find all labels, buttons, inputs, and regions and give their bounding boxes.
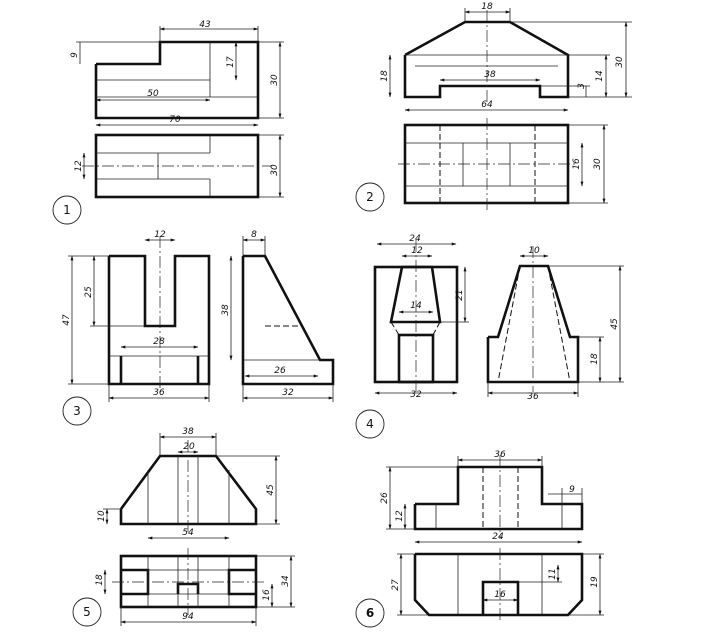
problem-4-front-view bbox=[373, 240, 459, 392]
dim-30-top: 30 bbox=[593, 158, 603, 170]
problem-4-side-view bbox=[486, 246, 580, 392]
problem-5-number: 5 bbox=[83, 605, 91, 619]
dim-9: 9 bbox=[70, 52, 80, 58]
dim-18-top: 18 bbox=[481, 2, 493, 12]
dim-9: 9 bbox=[569, 485, 575, 495]
dim-16: 16 bbox=[572, 158, 582, 170]
dim-38: 38 bbox=[182, 427, 194, 437]
dim-12: 12 bbox=[395, 510, 405, 522]
dim-38: 38 bbox=[484, 70, 496, 80]
problem-5: 38 20 45 10 54 18 16 bbox=[72, 427, 295, 627]
problem-6: 36 26 12 9 24 27 11 19 16 bbox=[355, 450, 604, 628]
problem-3-number-circle bbox=[62, 396, 92, 426]
dim-12: 12 bbox=[74, 160, 84, 172]
dim-14: 14 bbox=[595, 70, 605, 82]
problem-2-front-view bbox=[403, 10, 570, 105]
problem-1-number-circle bbox=[52, 195, 82, 225]
problem-6-number-circle bbox=[355, 598, 385, 628]
problem-2-number: 2 bbox=[366, 190, 374, 204]
problem-1: 43 9 17 30 50 70 12 30 1 bbox=[52, 20, 284, 225]
dim-12: 12 bbox=[411, 246, 423, 256]
dim-17: 17 bbox=[226, 56, 236, 68]
dim-94: 94 bbox=[182, 612, 194, 622]
dim-36: 36 bbox=[153, 388, 165, 398]
problem-3-front-view bbox=[107, 236, 211, 396]
dim-54: 54 bbox=[182, 528, 194, 538]
problem-6-front-view bbox=[413, 455, 584, 539]
dim-47: 47 bbox=[62, 314, 72, 326]
problem-2-top-view bbox=[398, 118, 578, 210]
problem-6-number: 6 bbox=[366, 606, 374, 620]
dim-38: 38 bbox=[221, 304, 231, 316]
dim-24: 24 bbox=[492, 532, 504, 542]
problem-1-number: 1 bbox=[63, 203, 71, 217]
dim-30-front: 30 bbox=[615, 56, 625, 68]
dim-10: 10 bbox=[97, 510, 107, 522]
dim-16: 16 bbox=[494, 590, 506, 600]
dim-11: 11 bbox=[548, 568, 558, 579]
dim-70: 70 bbox=[169, 115, 181, 125]
problem-3: 12 25 47 28 36 8 38 26 32 3 bbox=[62, 230, 335, 426]
problem-3-number: 3 bbox=[73, 404, 81, 418]
dim-45: 45 bbox=[610, 318, 620, 330]
dim-26: 26 bbox=[380, 492, 390, 504]
dim-45: 45 bbox=[266, 484, 276, 496]
dim-30-front: 30 bbox=[270, 74, 280, 86]
dim-36: 36 bbox=[494, 450, 506, 460]
problem-4: 24 12 21 14 32 10 45 18 36 4 bbox=[355, 234, 624, 439]
problem-1-top-view bbox=[82, 133, 272, 199]
dim-20: 20 bbox=[183, 442, 195, 452]
dim-19: 19 bbox=[590, 576, 600, 588]
dim-32: 32 bbox=[282, 388, 294, 398]
dim-12: 12 bbox=[154, 230, 166, 240]
dim-30-top: 30 bbox=[270, 164, 280, 176]
problem-3-side-view bbox=[241, 254, 335, 386]
problem-6-top-view bbox=[413, 548, 584, 622]
dim-34: 34 bbox=[281, 575, 291, 587]
dim-32: 32 bbox=[410, 390, 422, 400]
problem-5-number-circle bbox=[72, 597, 102, 627]
dim-18-left: 18 bbox=[380, 70, 390, 82]
dim-21: 21 bbox=[455, 289, 465, 300]
dim-64: 64 bbox=[481, 100, 493, 110]
dim-3: 3 bbox=[577, 83, 587, 89]
problem-2: 18 30 18 38 14 3 64 16 bbox=[355, 2, 632, 212]
problem-1-front-view bbox=[94, 40, 260, 120]
dim-10: 10 bbox=[528, 246, 540, 256]
dim-18: 18 bbox=[590, 353, 600, 365]
dim-28: 28 bbox=[153, 337, 165, 347]
problem-4-number-circle bbox=[355, 409, 385, 439]
dim-18: 18 bbox=[95, 574, 105, 586]
problem-5-front-view bbox=[119, 440, 258, 534]
dim-16: 16 bbox=[262, 589, 272, 601]
problem-2-number-circle bbox=[355, 182, 385, 212]
problem-5-top-view bbox=[112, 548, 266, 615]
dim-14: 14 bbox=[410, 301, 422, 311]
dim-50: 50 bbox=[147, 89, 159, 99]
dim-36: 36 bbox=[527, 392, 539, 402]
dim-27: 27 bbox=[391, 579, 401, 591]
dim-43: 43 bbox=[199, 20, 211, 30]
dim-26: 26 bbox=[274, 366, 286, 376]
problem-4-number: 4 bbox=[366, 417, 374, 431]
dim-25: 25 bbox=[84, 286, 94, 298]
dim-24: 24 bbox=[409, 234, 421, 244]
dim-8: 8 bbox=[251, 230, 257, 240]
